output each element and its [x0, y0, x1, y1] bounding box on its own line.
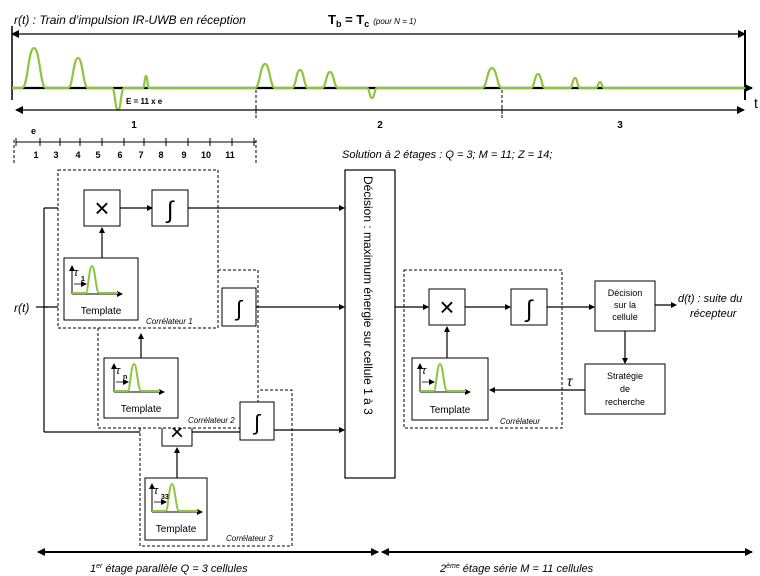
integrator-3-symbol: ∫ [252, 410, 262, 435]
strategy-box [584, 363, 666, 415]
signal-title: r(t) : Train d’impulsion IR-UWB en récep… [14, 13, 246, 27]
subcell-label: 11 [225, 150, 235, 160]
subcell-label: 5 [95, 150, 100, 160]
cell-decision-line3: cellule [612, 312, 638, 322]
template-s2-graph: τ [417, 362, 471, 395]
integrator-3 [239, 401, 275, 441]
integrator-s2-symbol: ∫ [524, 296, 534, 323]
correlator-s2-box [403, 269, 563, 429]
multiplier-1 [83, 189, 121, 227]
strategy-line1: Stratégie [607, 371, 643, 381]
cell-label-3: 3 [617, 120, 623, 131]
signal-section: r(t) : Train d’impulsion IR-UWB en récep… [11, 12, 758, 165]
subcell-label: 7 [138, 150, 143, 160]
decision-box-label: Décision : maximum énergie sur cellule 1… [361, 176, 375, 415]
correlator-s2-label: Corrélateur [500, 417, 540, 426]
tau-feedback-label: τ [567, 373, 573, 389]
svg-text:33: 33 [161, 494, 169, 501]
svg-text:τ: τ [74, 267, 79, 279]
correlator-1: × ∫ Template τ 1 Corrélateur 1 [57, 169, 219, 329]
template-3-graph: τ 33 [149, 482, 203, 515]
subcell-label: 6 [117, 150, 122, 160]
svg-text:τ: τ [116, 365, 121, 377]
svg-text:τ: τ [422, 365, 427, 377]
tb-label: Tb = Tc(pour N = 1) [328, 12, 416, 29]
template-3 [144, 477, 208, 541]
integrator-2-symbol: ∫ [234, 296, 244, 321]
e-label: e [31, 126, 36, 136]
cell-label-1: 1 [131, 120, 137, 131]
correlator-3-label: Corrélateur 3 [226, 534, 273, 543]
correlator-1-label: Corrélateur 1 [146, 317, 193, 326]
integrator-1-symbol: ∫ [165, 197, 175, 224]
template-s2-label: Template [430, 405, 471, 416]
multiplier-1-symbol: × [94, 193, 109, 223]
energy-label: E = 11 x e [126, 97, 163, 106]
subcell-label: 1 [33, 150, 38, 160]
template-1-label: Template [81, 306, 122, 317]
strategy-line3: recherche [605, 397, 645, 407]
solution-text: Solution à 2 étages : Q = 3; M = 11; Z =… [342, 149, 552, 161]
subcell-label: 9 [181, 150, 186, 160]
time-axis-label: t [754, 95, 758, 111]
decision-box [344, 169, 396, 479]
subcell-label: 10 [201, 150, 211, 160]
template-s2 [411, 357, 489, 421]
subcell-label: 8 [158, 150, 163, 160]
cell-decision-line2: sur la [614, 300, 636, 310]
multiplier-s2 [428, 288, 466, 326]
stage1-label: 1er étage parallèle Q = 3 cellules [90, 563, 248, 575]
multiplier-s2-symbol: × [439, 292, 454, 322]
cell-decision-line1: Décision [608, 288, 643, 298]
pulse-waveform [12, 46, 745, 112]
template-2-graph: τ n [111, 362, 165, 395]
subcell-label: 3 [53, 150, 58, 160]
template-1 [63, 257, 139, 321]
integrator-s2 [510, 288, 548, 326]
template-2-label: Template [121, 404, 162, 415]
input-label: r(t) [14, 301, 29, 315]
template-1-graph: τ 1 [69, 264, 123, 297]
svg-text:1: 1 [81, 276, 85, 283]
subcell-group: 1 3 4 5 6 7 8 9 10 11 [15, 138, 255, 160]
svg-text:n: n [123, 374, 127, 381]
svg-text:τ: τ [154, 485, 159, 497]
strategy-line2: de [620, 384, 630, 394]
template-3-label: Template [156, 524, 197, 535]
cell-label-2: 2 [377, 120, 383, 131]
correlator-2-label: Corrélateur 2 [188, 416, 235, 425]
output-line1: d(t) : suite du [678, 293, 742, 305]
output-line2: récepteur [690, 308, 738, 320]
subcell-label: 4 [75, 150, 80, 160]
cell-ticks [255, 106, 503, 114]
integrator-1 [151, 189, 189, 227]
stage2-label: 2ème étage série M = 11 cellules [439, 563, 594, 575]
